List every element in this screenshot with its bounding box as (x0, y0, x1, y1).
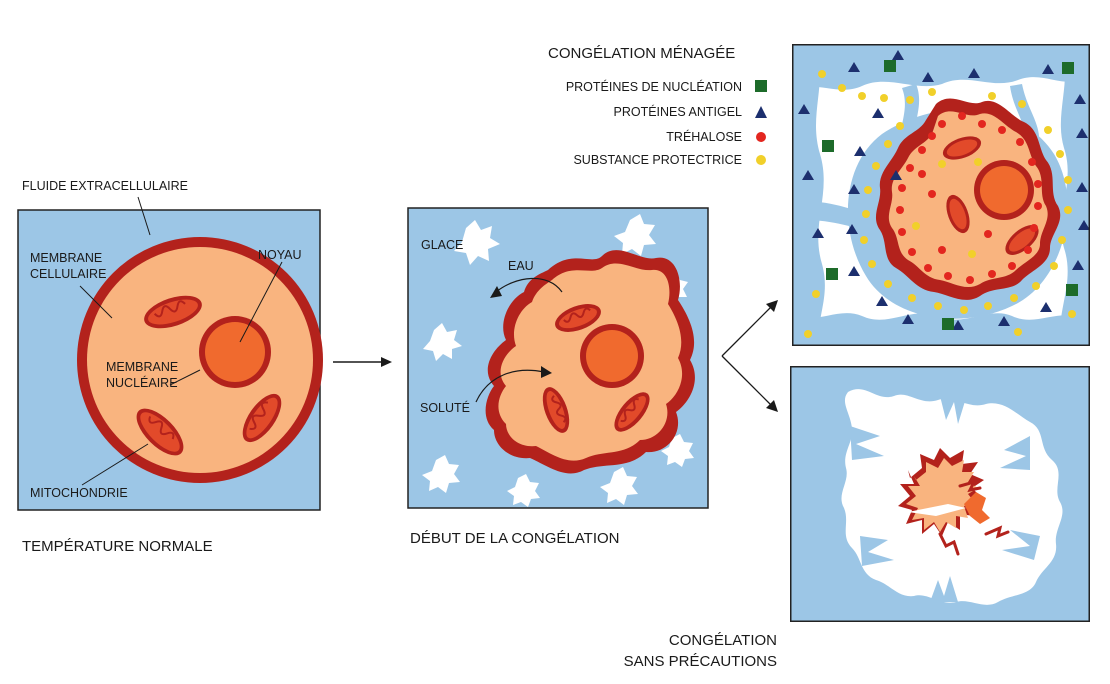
mitochondrion (1005, 225, 1039, 255)
arrowhead (541, 366, 552, 378)
damaged-nucleus (964, 492, 990, 524)
leader-line (81, 443, 149, 486)
label-cell-membrane: CELLULAIRE (30, 267, 106, 281)
antifreeze-protein-triangles (798, 50, 1090, 330)
red-dot-icon (756, 132, 766, 142)
mitochondrion (144, 295, 202, 329)
mitochondrion (946, 194, 970, 234)
caption-uncontrolled-line2: SANS PRÉCAUTIONS (624, 653, 777, 670)
legend: PROTÉINES DE NUCLÉATION PROTÉINES ANTIGE… (566, 79, 767, 167)
solute-flow-arrow (475, 369, 545, 403)
label-water: EAU (508, 259, 534, 273)
protective-substance-dots (804, 70, 1076, 338)
arrow-right (333, 357, 392, 367)
nucleus (980, 166, 1028, 214)
legend-label-protective-substance: SUBSTANCE PROTECTRICE (573, 153, 742, 167)
label-cell-membrane: MEMBRANE (30, 251, 102, 265)
mitochondrion (614, 392, 650, 432)
uncontrolled-freezing-box (790, 366, 1090, 622)
label-nuclear-membrane: MEMBRANE (106, 360, 178, 374)
leader-line (239, 261, 283, 343)
title-careful-freezing: CONGÉLATION MÉNAGÉE (548, 45, 735, 62)
leader-line (169, 369, 201, 386)
legend-label-nucleation-proteins: PROTÉINES DE NUCLÉATION (566, 79, 742, 94)
legend-label-antifreeze-proteins: PROTÉINES ANTIGEL (613, 104, 742, 119)
label-ice: GLACE (421, 238, 463, 252)
ice-intrusion (908, 504, 966, 516)
caption-normal-temperature: TEMPÉRATURE NORMALE (22, 538, 213, 555)
mitochondrion (136, 408, 184, 456)
branch-arrows (721, 300, 778, 412)
caption-uncontrolled-line1: CONGÉLATION (669, 632, 777, 649)
yellow-dot-icon (756, 155, 766, 165)
green-square-icon (755, 80, 767, 92)
panel-careful-freezing: CONGÉLATION MÉNAGÉE PROTÉINES DE NUCLÉAT… (548, 44, 1090, 346)
mitochondrion (242, 393, 282, 443)
panel-freezing-start: GLACE EAU SOLUTÉ DÉBUT DE LA CONGÉLATION (407, 207, 709, 547)
label-nucleus: NOYAU (258, 248, 302, 262)
damaged-mitochondria (938, 479, 1010, 556)
arrowhead (490, 286, 502, 298)
nucleus (205, 322, 265, 382)
legend-label-trehalose: TRÉHALOSE (666, 129, 742, 144)
blue-triangle-icon (755, 106, 767, 118)
leader-line (137, 196, 151, 236)
mitochondrion (555, 304, 601, 332)
mitochondrion (542, 387, 570, 433)
mitochondrion (942, 136, 982, 160)
label-extracellular-fluid: FLUIDE EXTRACELLULAIRE (22, 179, 188, 193)
panel-uncontrolled-freezing: CONGÉLATION SANS PRÉCAUTIONS (624, 366, 1090, 670)
nucleus (586, 330, 638, 382)
panel-normal-temperature: FLUIDE EXTRACELLULAIRE MEMBRANE CELLULAI… (17, 179, 323, 555)
water-flow-arrow (495, 277, 563, 293)
label-mitochondria: MITOCHONDRIE (30, 486, 128, 500)
leader-line (79, 285, 113, 319)
label-nuclear-membrane: NUCLÉAIRE (106, 375, 178, 390)
label-solute: SOLUTÉ (420, 400, 470, 415)
nucleation-protein-squares (822, 60, 1078, 330)
trehalose-dots (896, 112, 1042, 284)
careful-freezing-box (792, 44, 1090, 346)
caption-freezing-start: DÉBUT DE LA CONGÉLATION (410, 530, 620, 547)
